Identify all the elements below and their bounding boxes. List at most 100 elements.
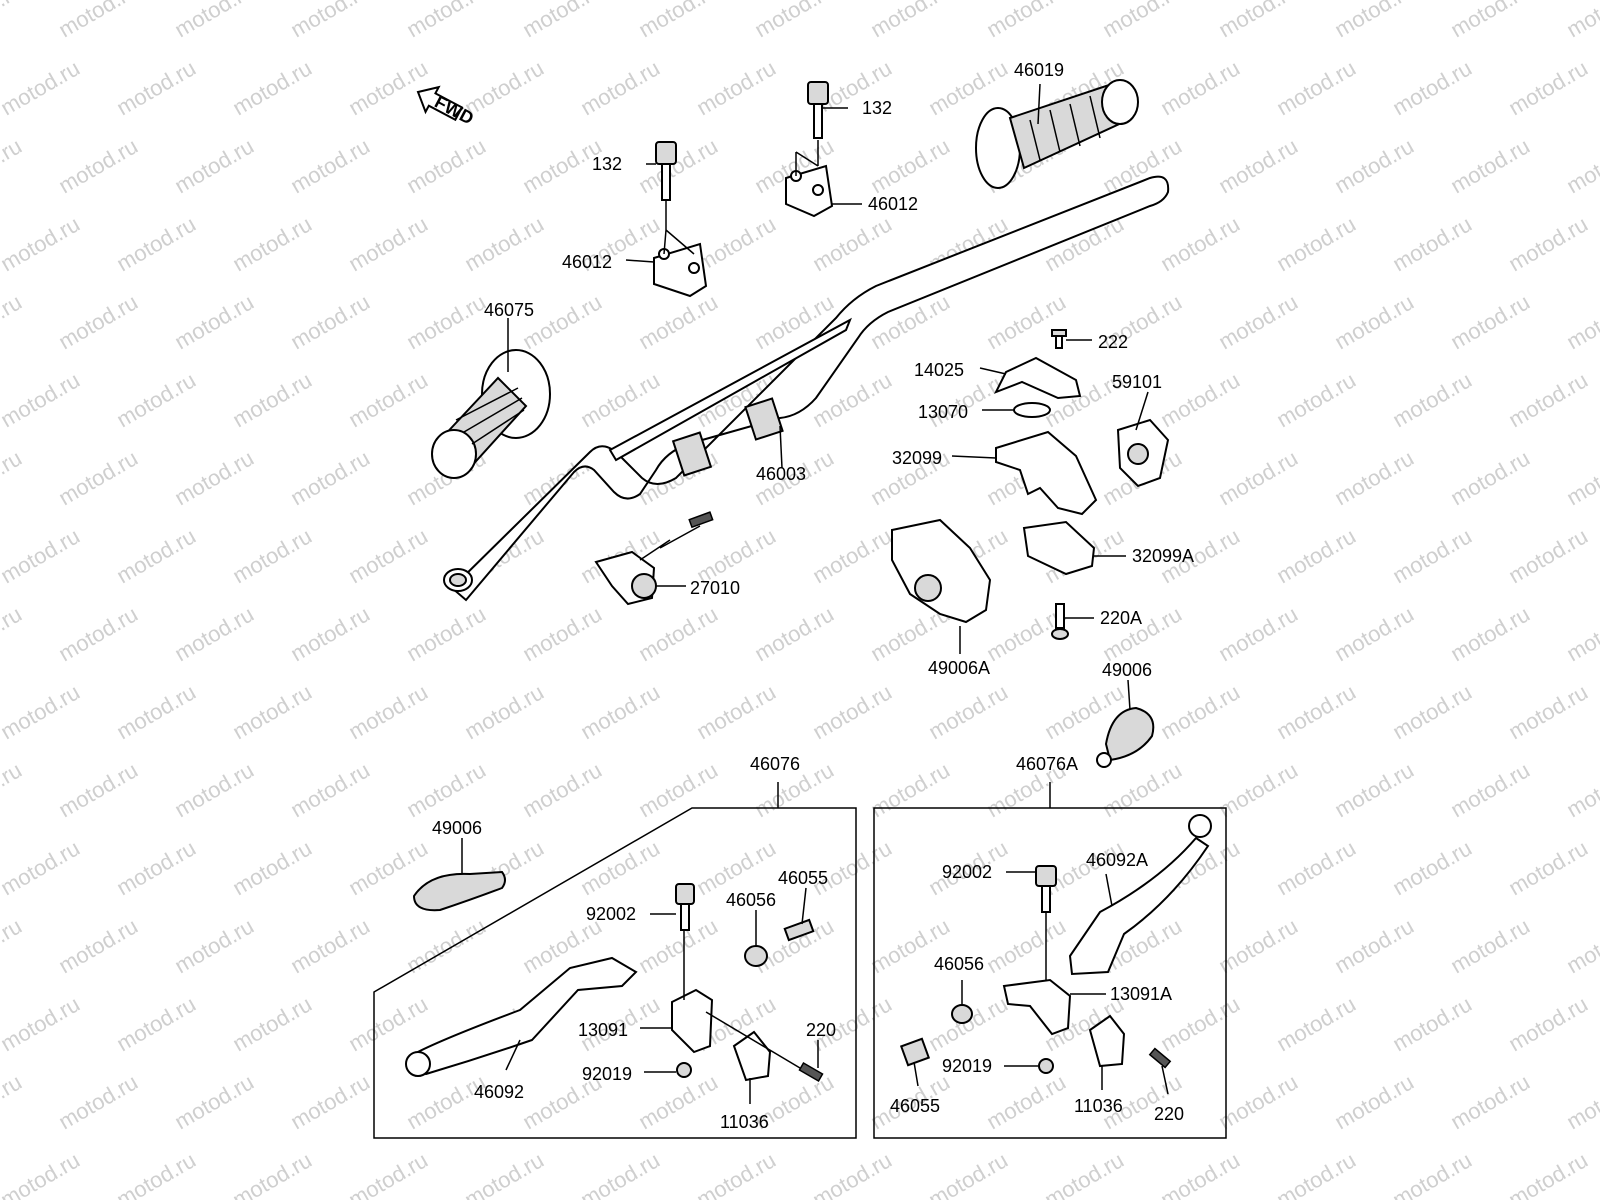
watermark-text: motod.ru: [402, 289, 490, 354]
adjuster-46055-right: [899, 1037, 931, 1067]
label-13070: 13070: [918, 402, 968, 422]
watermark-text: motod.ru: [54, 445, 142, 510]
label-46055-right: 46055: [890, 1096, 940, 1116]
watermark-text: motod.ru: [1330, 133, 1418, 198]
watermark-text: motod.ru: [0, 991, 84, 1056]
label-13091A: 13091A: [1110, 984, 1172, 1004]
watermark-text: motod.ru: [634, 289, 722, 354]
part-labels: 132 132 46012 46012 46019 46075 46003 27…: [432, 60, 1194, 1132]
watermark-text: motod.ru: [0, 0, 26, 42]
left-assembly-frame: [373, 807, 857, 1139]
watermark-text: motod.ru: [1446, 0, 1534, 42]
watermark-text: motod.ru: [1156, 1147, 1244, 1200]
watermark-text: motod.ru: [1272, 211, 1360, 276]
watermark-text: motod.ru: [1388, 835, 1476, 900]
screw-220-left: [798, 1062, 824, 1082]
watermark-text: motod.ru: [1562, 757, 1600, 822]
clamp-right: [785, 164, 834, 218]
watermark-text: motod.ru: [866, 133, 954, 198]
watermark-text: motod.ru: [228, 367, 316, 432]
nut-46056-right: [951, 1004, 973, 1024]
watermark-text: motod.ru: [1388, 991, 1476, 1056]
label-220A: 220A: [1100, 608, 1142, 628]
watermark-text: motod.ru: [0, 679, 84, 744]
watermark-text: motod.ru: [1272, 55, 1360, 120]
watermark-text: motod.ru: [1562, 445, 1600, 510]
watermark-text: motod.ru: [1446, 445, 1534, 510]
watermark-text: motod.ru: [170, 913, 258, 978]
watermark-text: motod.ru: [1562, 289, 1600, 354]
watermark-text: motod.ru: [1504, 523, 1592, 588]
watermark-text: motod.ru: [1388, 1147, 1476, 1200]
watermark-text: motod.ru: [1446, 601, 1534, 666]
watermark-text: motod.ru: [0, 835, 84, 900]
watermark-text: motod.ru: [170, 0, 258, 42]
watermark-text: motod.ru: [1156, 367, 1244, 432]
watermark-text: motod.ru: [634, 757, 722, 822]
watermark-text: motod.ru: [750, 0, 838, 42]
watermark-text: motod.ru: [1156, 211, 1244, 276]
watermark-text: motod.ru: [1330, 913, 1418, 978]
watermark-text: motod.ru: [634, 133, 722, 198]
watermark-text: motod.ru: [112, 523, 200, 588]
watermark-text: motod.ru: [228, 835, 316, 900]
watermark-text: motod.ru: [0, 913, 26, 978]
label-132-left: 132: [592, 154, 622, 174]
label-46012-left: 46012: [562, 252, 612, 272]
watermark-text: motod.ru: [344, 367, 432, 432]
watermark-text: motod.ru: [286, 1069, 374, 1134]
watermark-text: motod.ru: [344, 991, 432, 1056]
watermark-text: motod.ru: [808, 523, 896, 588]
watermark-text: motod.ru: [286, 289, 374, 354]
label-59101: 59101: [1112, 372, 1162, 392]
watermark-text: motod.ru: [1214, 0, 1302, 42]
watermark-text: motod.ru: [54, 913, 142, 978]
label-46076: 46076: [750, 754, 800, 774]
bolt-92002-right: [1035, 865, 1057, 913]
watermark-text: motod.ru: [54, 1069, 142, 1134]
watermark-text: motod.ru: [1214, 133, 1302, 198]
watermark-text: motod.ru: [112, 55, 200, 120]
lever-46092: [405, 956, 638, 1077]
watermark-text: motod.ru: [1156, 55, 1244, 120]
watermark-text: motod.ru: [1214, 1069, 1302, 1134]
label-13091: 13091: [578, 1020, 628, 1040]
watermark-text: motod.ru: [1098, 757, 1186, 822]
watermark-text: motod.ru: [170, 289, 258, 354]
watermark-text: motod.ru: [1446, 133, 1534, 198]
adjuster-46055-left: [783, 918, 815, 942]
cable-end-59101: [1116, 418, 1170, 488]
watermark-text: motod.ru: [576, 55, 664, 120]
watermark-text: motod.ru: [1272, 1147, 1360, 1200]
lever-cover-49006-right: [1096, 706, 1155, 768]
watermark-text: motod.ru: [1330, 289, 1418, 354]
watermark-text: motod.ru: [228, 1147, 316, 1200]
watermark-text: motod.ru: [54, 289, 142, 354]
watermark-text: motod.ru: [1388, 523, 1476, 588]
watermark-text: motod.ru: [460, 679, 548, 744]
bolt-92002-left: [675, 883, 695, 931]
right-grip: [975, 79, 1139, 189]
label-11036-right: 11036: [1074, 1096, 1123, 1116]
watermark-text: motod.ru: [1214, 757, 1302, 822]
label-46055-left: 46055: [778, 868, 828, 888]
label-32099A: 32099A: [1132, 546, 1194, 566]
watermark-text: motod.ru: [54, 757, 142, 822]
label-49006-left: 49006: [432, 818, 482, 838]
clamp-left: [653, 242, 708, 298]
watermark-text: motod.ru: [1388, 367, 1476, 432]
label-92002-right: 92002: [942, 862, 992, 882]
watermark-text: motod.ru: [1040, 1147, 1128, 1200]
watermark-text: motod.ru: [0, 445, 26, 510]
label-49006A: 49006A: [928, 658, 990, 678]
watermark-text: motod.ru: [1562, 0, 1600, 42]
label-46012-right: 46012: [868, 194, 918, 214]
label-32099: 32099: [892, 448, 942, 468]
label-46019: 46019: [1014, 60, 1064, 80]
watermark-text: motod.ru: [112, 679, 200, 744]
label-49006-right: 49006: [1102, 660, 1152, 680]
watermark-text: motod.ru: [1388, 55, 1476, 120]
screw-220-right: [1148, 1047, 1172, 1069]
watermark-text: motod.ru: [1272, 835, 1360, 900]
label-46056-left: 46056: [726, 890, 776, 910]
